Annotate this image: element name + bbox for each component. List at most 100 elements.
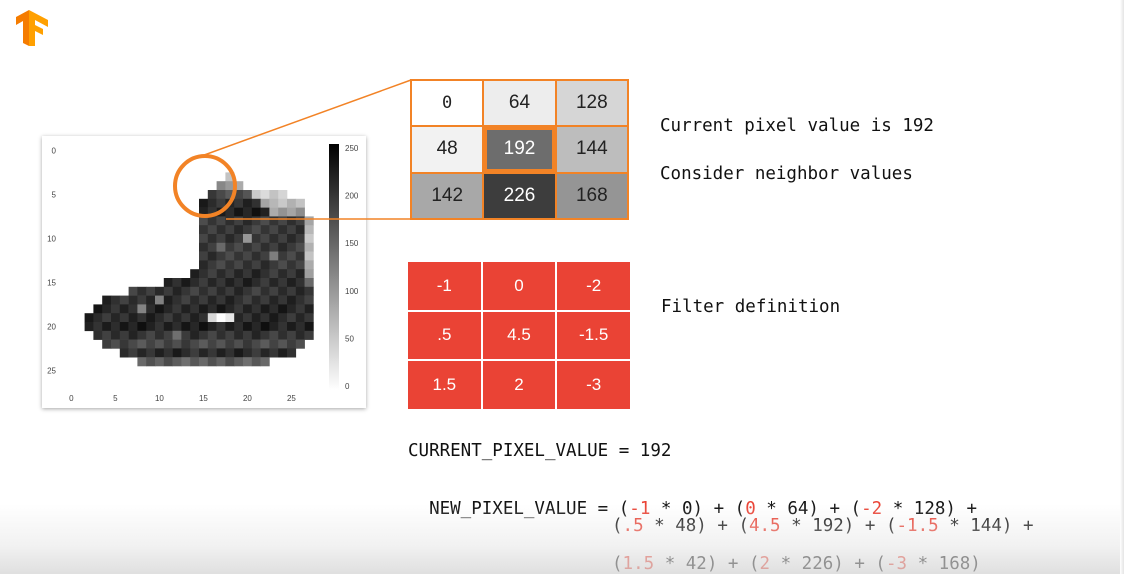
pixel	[128, 339, 138, 349]
pixel	[243, 260, 253, 270]
pixel	[304, 216, 314, 226]
pixel	[269, 304, 279, 314]
pixel	[260, 286, 270, 296]
pixel	[137, 304, 147, 314]
filter-cell: 2	[482, 361, 556, 409]
pixel	[199, 313, 209, 323]
pixel	[163, 322, 173, 332]
pixel	[234, 225, 244, 235]
pixel	[93, 322, 103, 332]
pixel	[260, 330, 270, 340]
new-pixel-prefix: NEW_PIXEL_VALUE =	[429, 499, 619, 519]
pixel	[207, 313, 217, 323]
pixel	[295, 242, 305, 252]
pixel	[251, 278, 261, 288]
pixel	[304, 330, 314, 340]
pixel	[199, 286, 209, 296]
y-tick-label: 0	[52, 146, 57, 155]
formula-text: * 192) + (	[780, 516, 897, 536]
pixel	[146, 322, 156, 332]
y-tick-label: 15	[47, 278, 56, 287]
pixel	[155, 286, 165, 296]
pixel	[207, 269, 217, 279]
pixel	[225, 207, 235, 217]
pixel	[199, 330, 209, 340]
filter-grid: -1 0 -2 .5 4.5 -1.5 1.5 2 -3	[408, 262, 630, 409]
pixel	[199, 278, 209, 288]
pixel	[199, 242, 209, 252]
pixel	[295, 286, 305, 296]
pixel	[260, 216, 270, 226]
pixel	[155, 348, 165, 358]
filter-coefficient: -3	[885, 554, 908, 574]
pixel	[287, 330, 297, 340]
filter-coefficient: -1.5	[896, 516, 939, 536]
x-tick-label: 20	[243, 394, 252, 403]
pixel	[181, 313, 191, 323]
pixel	[287, 251, 297, 261]
y-tick-label: 25	[47, 366, 56, 375]
pixel	[128, 322, 138, 332]
zoom-cell: 64	[484, 81, 555, 126]
pixel	[216, 198, 226, 208]
pixel	[155, 304, 165, 314]
pixel	[207, 304, 217, 314]
filter-coefficient: 1.5	[622, 554, 655, 574]
pixel	[278, 242, 288, 252]
filter-definition-label: Filter definition	[661, 297, 841, 317]
pixel	[199, 357, 209, 367]
pixel	[163, 313, 173, 323]
pixel	[243, 198, 253, 208]
pixel	[234, 295, 244, 305]
pixel	[269, 260, 279, 270]
pixel	[234, 357, 244, 367]
pixel	[251, 295, 261, 305]
pixel	[216, 286, 226, 296]
zoom-cell: 142	[412, 173, 483, 218]
pixel	[269, 278, 279, 288]
pixel	[102, 330, 112, 340]
right-edge	[1120, 0, 1124, 574]
pixel	[155, 330, 165, 340]
pixel	[216, 357, 226, 367]
pixel	[295, 322, 305, 332]
current-pixel-label: Current pixel value is 192	[660, 116, 934, 136]
pixel	[295, 339, 305, 349]
pixel	[207, 330, 217, 340]
pixel	[278, 225, 288, 235]
pixel	[251, 207, 261, 217]
pixel	[199, 234, 209, 244]
pixel	[278, 207, 288, 217]
pixel	[304, 313, 314, 323]
pixel	[234, 322, 244, 332]
pixel	[234, 181, 244, 191]
filter-cell: -1	[408, 262, 481, 310]
pixel	[119, 313, 129, 323]
y-tick-label: 5	[52, 190, 57, 199]
pixel	[163, 295, 173, 305]
colorbar	[329, 144, 339, 390]
pixel	[216, 251, 226, 261]
pixel	[155, 357, 165, 367]
pixel	[146, 348, 156, 358]
pixel	[190, 304, 200, 314]
pixel	[243, 339, 253, 349]
pixel	[287, 198, 297, 208]
pixel	[190, 322, 200, 332]
pixel	[269, 242, 279, 252]
pixel	[295, 260, 305, 270]
pixel	[278, 234, 288, 244]
pixel	[251, 330, 261, 340]
pixel	[260, 357, 270, 367]
pixel	[146, 304, 156, 314]
pixel	[304, 242, 314, 252]
pixel	[146, 339, 156, 349]
pixel	[260, 242, 270, 252]
pixel	[278, 269, 288, 279]
pixel	[111, 304, 121, 314]
pixel	[251, 251, 261, 261]
pixel	[295, 304, 305, 314]
pixel	[260, 278, 270, 288]
pixel	[207, 251, 217, 261]
pixel	[190, 330, 200, 340]
